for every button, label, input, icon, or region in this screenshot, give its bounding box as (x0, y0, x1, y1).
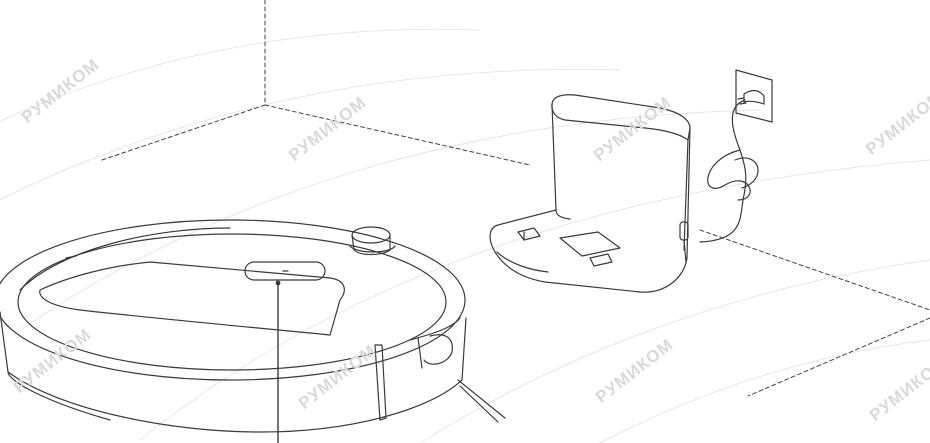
room-outline-dashed (101, 0, 930, 397)
power-cord (699, 99, 759, 243)
wall-socket-icon (735, 69, 773, 123)
background-swirls (0, 28, 930, 443)
robot-vacuum-icon (0, 219, 506, 443)
charging-dock-icon (489, 94, 691, 293)
